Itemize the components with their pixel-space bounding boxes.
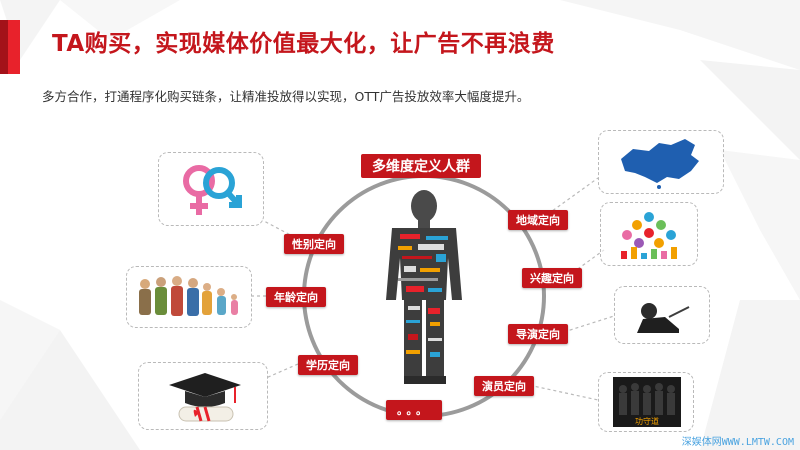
center-label-multi-dimension: 多维度定义人群 [361,154,481,178]
bubble-age [126,266,252,328]
title-accent-shadow [0,20,8,74]
connector-education [265,363,299,379]
watermark: 深娱体网WWW.LMTW.COM [681,437,794,448]
page-subtitle: 多方合作，打通程序化购买链条，让精准投放得以实现，OTT广告投放效率大幅度提升。 [42,89,530,104]
person-silhouette-icon [386,190,462,384]
gender-symbols-icon [183,165,242,215]
movie-poster-icon: 功守道 [613,377,681,427]
graduation-cap-icon [169,373,241,422]
bubble-gender [158,152,264,226]
tag-age-targeting: 年龄定向 [266,287,326,307]
bubble-actor: 功守道 [598,372,694,432]
bubble-education [138,362,268,430]
connector-region [547,177,599,215]
bubble-region [598,130,724,194]
interest-icons-cluster [621,212,677,259]
tag-region-targeting: 地域定向 [508,210,568,230]
poster-caption: 功守道 [635,416,659,426]
bubble-interest [600,202,698,266]
china-map-icon [621,139,699,189]
connector-director [563,315,615,333]
tag-interest-targeting: 兴趣定向 [522,268,582,288]
tag-education-targeting: 学历定向 [298,355,358,375]
connector-actor [523,383,599,401]
page-title: TA购买，实现媒体价值最大化，让广告不再浪费 [52,31,555,57]
tag-director-targeting: 导演定向 [508,324,568,344]
tag-gender-targeting: 性别定向 [284,234,344,254]
director-photo-icon [635,299,690,333]
family-ages-icon [139,276,238,316]
bubble-director [614,286,710,344]
tag-more-targeting: 。。。 [386,400,442,420]
tag-actor-targeting: 演员定向 [474,376,534,396]
